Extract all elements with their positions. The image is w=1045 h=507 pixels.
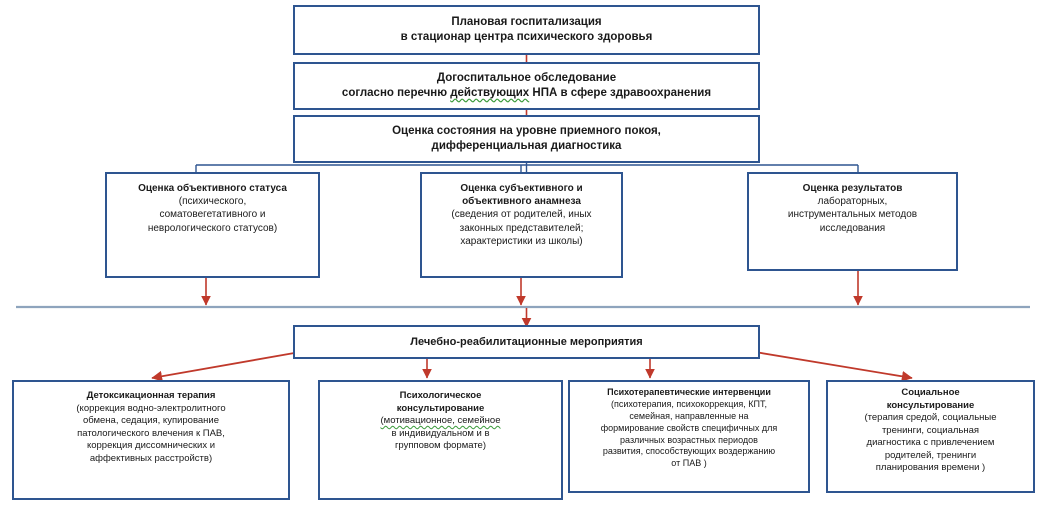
node-detox-therapy-text: Детоксикационная терапия (коррекция водн… [14,390,288,465]
text-line: групповом формате) [394,440,487,452]
text-line: дифференциальная диагностика [431,140,622,152]
text-line: инструментальных методов [787,209,918,221]
text-line: коррекция диссомнических и [86,440,216,452]
text-line: соматовегетативного и [159,209,266,221]
text-line: Плановая госпитализация [451,15,602,28]
text-line-spellchecked: согласно перечню действующих НПА в сфере… [341,87,712,99]
node-psychological-counseling-text: Психологическое консультирование (мотива… [320,390,561,453]
text-line: в индивидуальном и в [391,427,490,439]
node-anamnesis-assessment[interactable]: Оценка субъективного и объективного анам… [420,172,623,278]
text-line: аффективных расстройств) [89,452,213,464]
text-line: диагностика с привлечением [866,437,995,449]
text-line: характеристики из школы) [460,235,583,247]
node-psychotherapeutic-interventions[interactable]: Психотерапевтические интервенции (психот… [568,380,810,493]
node-rehab-measures[interactable]: Лечебно-реабилитационные мероприятия [293,325,760,359]
node-objective-status[interactable]: Оценка объективного статуса (психическог… [105,172,320,278]
text-line: развития, способствующих воздержанию [602,446,776,457]
text-line: Оценка состояния на уровне приемного пок… [392,124,661,137]
text-line: (психического, [178,196,247,208]
node-anamnesis-assessment-text: Оценка субъективного и объективного анам… [422,182,621,248]
text-line: лабораторных, [817,196,888,208]
node-admission[interactable]: Плановая госпитализация в стационар цент… [293,5,760,55]
text-line: (коррекция водно-электролитного [76,402,226,414]
text-line: родителей, тренинги [884,449,977,461]
text-line: Психотерапевтические интервенции [607,387,771,397]
node-psychotherapeutic-interventions-text: Психотерапевтические интервенции (психот… [570,387,808,470]
text-line: (терапия средой, социальные [864,412,997,424]
text-line: Детоксикационная терапия [86,390,216,401]
text-line: в стационар центра психического здоровья [400,31,653,43]
text-line: (сведения от родителей, иных [451,209,592,221]
text-line: различных возрастных периодов [620,434,758,445]
node-prehospital-exam-text: Догоспитальное обследование согласно пер… [295,71,758,101]
node-objective-status-text: Оценка объективного статуса (психическог… [107,182,318,235]
text-line: Оценка субъективного и [460,183,583,194]
node-state-assessment-text: Оценка состояния на уровне приемного пок… [295,124,758,154]
text-line: Догоспитальное обследование [436,71,617,84]
text-line: консультирование [396,402,485,414]
text-line: консультирование [886,399,975,411]
node-lab-results-text: Оценка результатов лабораторных, инструм… [749,182,956,235]
text-line: Оценка результатов [802,183,903,194]
arrow-rehab-to-detox [151,351,301,382]
node-prehospital-exam[interactable]: Догоспитальное обследование согласно пер… [293,62,760,110]
node-detox-therapy[interactable]: Детоксикационная терапия (коррекция водн… [12,380,290,500]
node-admission-text: Плановая госпитализация в стационар цент… [295,15,758,45]
text-line: формирование свойств специфичных для [600,422,778,433]
node-social-counseling-text: Социальное консультирование (терапия сре… [828,387,1033,475]
text-line: от ПАВ ) [671,458,707,469]
text-line-spellchecked: (мотивационное, семейное [380,415,501,427]
text-line: семейная, направленные на [629,410,749,421]
text-line: законных представителей; [459,222,584,234]
node-psychological-counseling[interactable]: Психологическое консультирование (мотива… [318,380,563,500]
text-line: объективного анамнеза [462,196,581,208]
text-line: неврологического статусов) [147,222,278,234]
node-state-assessment[interactable]: Оценка состояния на уровне приемного пок… [293,115,760,163]
text-line: обмена, седация, купирование [82,415,220,427]
arrow-rehab-to-social-counsel [754,351,913,382]
spellcheck-word: действующих [450,87,530,99]
text-line: Социальное [901,387,960,398]
node-rehab-measures-text: Лечебно-реабилитационные мероприятия [295,335,758,350]
text-line: (психотерапия, психокоррекция, КПТ, [611,398,767,409]
text-line: исследования [819,222,886,234]
text-line: тренинги, социальная [881,424,980,436]
node-lab-results[interactable]: Оценка результатов лабораторных, инструм… [747,172,958,271]
text-line: патологического влечения к ПАВ, [77,427,225,439]
text-line: Психологическое [399,390,482,401]
text-line: Лечебно-реабилитационные мероприятия [410,335,643,348]
text-line: Оценка объективного статуса [138,183,287,194]
node-social-counseling[interactable]: Социальное консультирование (терапия сре… [826,380,1035,493]
text-line: планирования времени ) [875,462,986,474]
